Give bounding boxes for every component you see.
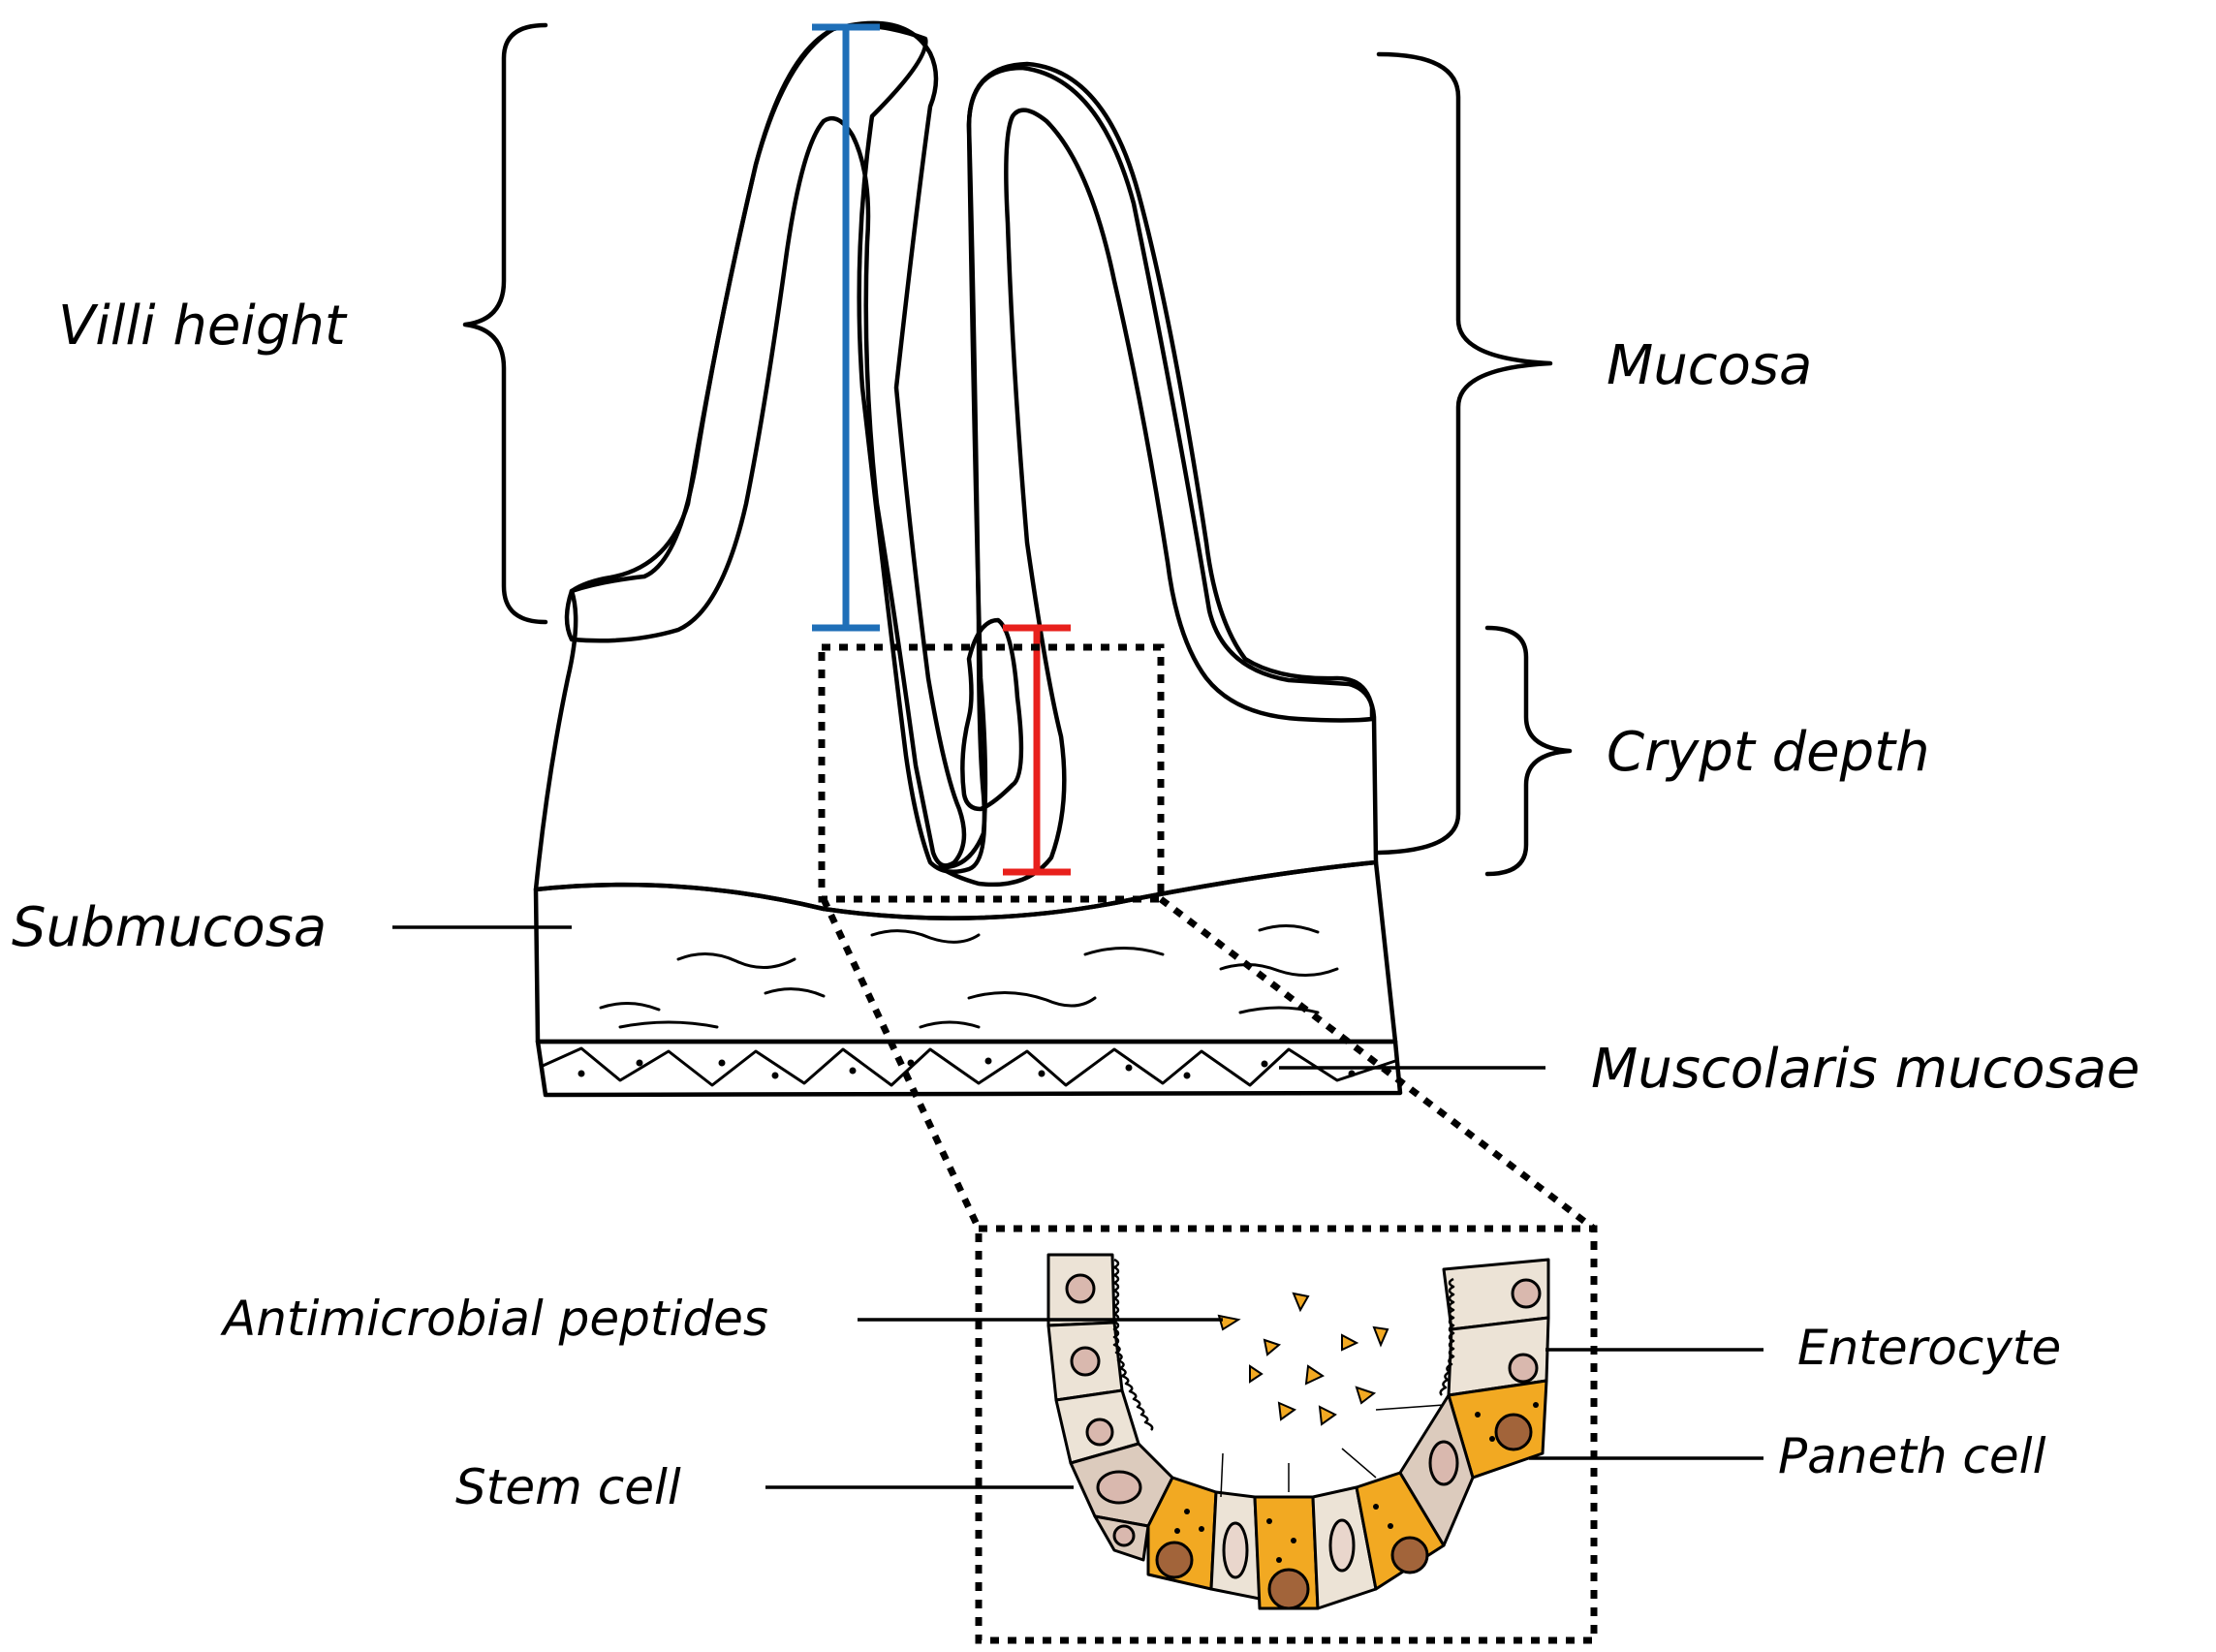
secretion-arrows (1220, 1404, 1445, 1498)
submucosa-label: Submucosa (12, 896, 327, 959)
crypt-lumen (960, 617, 1024, 812)
right-villus-epithelium (937, 61, 1375, 888)
mucosa-brace (1376, 51, 1553, 856)
muscolaris-mucosae-label: Muscolaris mucosae (1591, 1038, 2140, 1101)
stem-cell-label: Stem cell (455, 1459, 681, 1515)
villi-height-label: Villi height (58, 295, 348, 358)
microvilli-left (1112, 1258, 1154, 1431)
enterocyte-cells-left (1046, 1253, 1140, 1465)
crypt-depth-marker (1003, 624, 1071, 876)
submucosa-layer (533, 859, 1398, 1044)
zoom-detail-box (975, 1225, 1598, 1644)
zoom-source-box (818, 643, 1165, 903)
villi-height-brace (462, 22, 548, 625)
crypt-base-cells (1093, 1393, 1475, 1610)
antimicrobial-peptides-label: Antimicrobial peptides (220, 1291, 768, 1347)
zoom-guide-right (1158, 896, 1597, 1231)
leader-lines (392, 925, 1763, 1489)
crypt-depth-label: Crypt depth (1607, 721, 1930, 784)
crypt-depth-brace (1484, 625, 1573, 877)
mucosa-layer (533, 23, 1379, 920)
zoom-guide-left (820, 897, 983, 1231)
microvilli-right (1439, 1277, 1455, 1396)
enterocyte-cells-right (1442, 1258, 1550, 1397)
mucosa-label: Mucosa (1607, 334, 1812, 397)
submucosa-fibers (599, 924, 1339, 1029)
crypt-detail (1046, 1253, 1550, 1610)
antimicrobial-peptides (1217, 1292, 1389, 1426)
paneth-cell-label: Paneth cell (1778, 1428, 2046, 1484)
muscularis-mucosae-layer (535, 1039, 1403, 1098)
muscularis-cell-pattern (541, 1046, 1397, 1087)
enterocyte-label: Enterocyte (1797, 1320, 2061, 1376)
villi-height-marker (812, 23, 880, 632)
tissue-block (533, 20, 1403, 1098)
